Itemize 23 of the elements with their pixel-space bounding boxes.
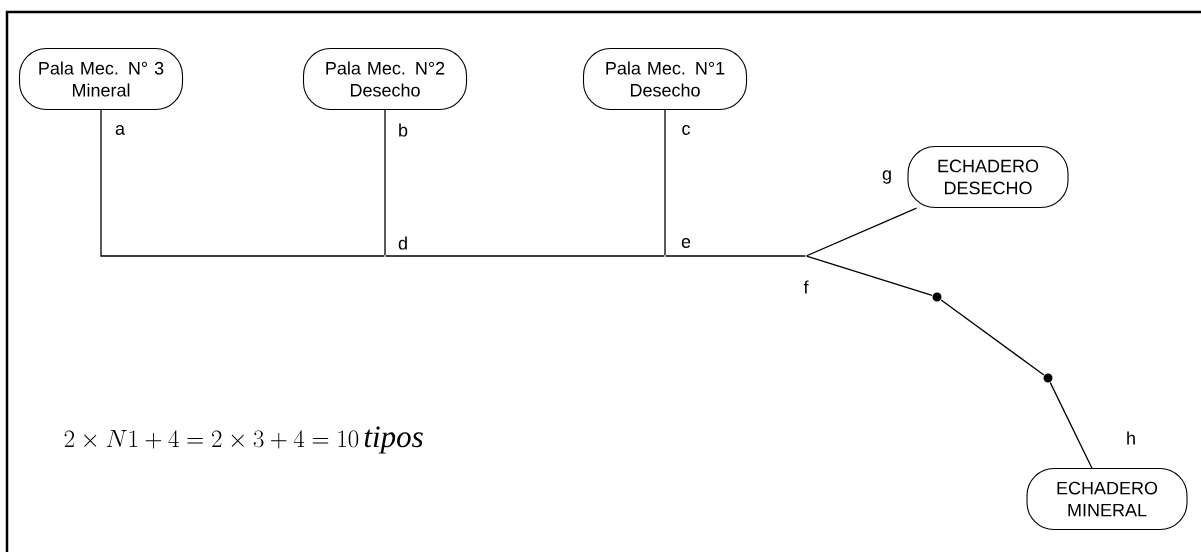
connector-line bbox=[1049, 382, 1093, 469]
edge-label: h bbox=[1127, 431, 1135, 445]
connector-line bbox=[806, 255, 933, 297]
terminal-box: ECHADERO DESECHO bbox=[907, 145, 1069, 209]
edge-label: a bbox=[115, 125, 125, 135]
terminal-box: Pala Mec. N° 3 Mineral bbox=[18, 47, 184, 111]
point-label: d bbox=[398, 236, 407, 250]
point-label: f bbox=[803, 280, 809, 294]
connector-line bbox=[385, 255, 665, 257]
formula: $2\times N1+4=2\times 3+4=10\,\mathit{tipos}$ bbox=[64, 426, 423, 454]
connector-line bbox=[806, 207, 918, 257]
edge-label: g bbox=[882, 170, 891, 184]
terminal-box: Pala Mec. N°2 Desecho bbox=[302, 47, 468, 111]
edge-label: b bbox=[399, 123, 408, 137]
connector-line bbox=[384, 109, 386, 256]
connector-line bbox=[940, 299, 1045, 376]
edge-label: c bbox=[682, 125, 691, 135]
connector-line bbox=[100, 109, 385, 257]
point-label: e bbox=[681, 238, 691, 248]
terminal-box: ECHADERO MINERAL bbox=[1026, 467, 1188, 531]
terminal-box: Pala Mec. N°1 Desecho bbox=[582, 47, 748, 111]
connector-line bbox=[665, 255, 806, 257]
connector-line bbox=[664, 109, 666, 256]
